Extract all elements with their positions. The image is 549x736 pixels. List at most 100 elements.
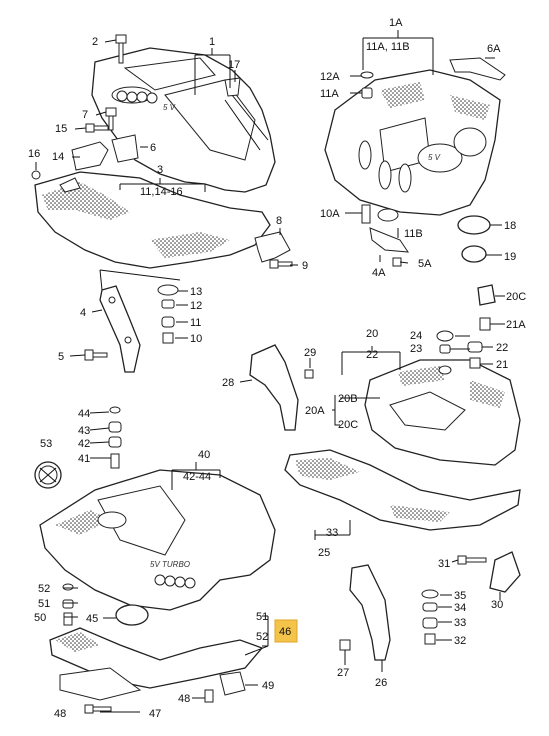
label-53: 53 (40, 438, 52, 450)
label-1: 1 (209, 36, 215, 48)
label-17: 17 (228, 59, 240, 71)
label-41: 41 (78, 453, 90, 465)
label-8: 8 (276, 215, 282, 227)
shroud-3 (34, 171, 271, 269)
bracket-26 (339, 564, 391, 661)
label-52: 52 (38, 583, 50, 595)
engine-cover-1: 5 V (91, 47, 276, 193)
label-20B: 20B (338, 393, 358, 405)
label-29: 29 (304, 347, 316, 359)
label-32: 32 (454, 635, 466, 647)
label-13: 13 (190, 286, 202, 298)
label-22: 22 (496, 342, 508, 354)
label-15: 15 (55, 123, 67, 135)
label-1A: 1A (389, 17, 403, 29)
shroud-25 (284, 449, 521, 531)
label-51: 51 (38, 598, 50, 610)
label-20-sub: 22 (366, 349, 378, 361)
turbo-emblem-text: 5V TURBO (150, 560, 190, 569)
label-51-shroud: 51 (256, 611, 268, 623)
label-20C: 20C (506, 291, 526, 303)
hardware-41-44 (108, 406, 122, 469)
label-48-right: 48 (178, 693, 190, 705)
label-5A: 5A (418, 258, 432, 270)
label-19: 19 (504, 251, 516, 263)
label-34: 34 (454, 602, 466, 614)
label-18: 18 (504, 220, 516, 232)
cover-emblem-text: 5 V (163, 103, 176, 112)
label-12A: 12A (320, 71, 340, 83)
cover-right-emblem-text: 5 V (428, 153, 441, 162)
label-52-shroud: 52 (256, 631, 268, 643)
label-46: 46 (279, 626, 291, 638)
label-4: 4 (80, 307, 86, 319)
label-40-sub: 42-44 (183, 471, 211, 483)
label-28: 28 (222, 377, 234, 389)
hardware-50-52 (62, 583, 74, 626)
label-10A: 10A (320, 208, 340, 220)
bracket-30 (457, 551, 521, 593)
label-5: 5 (58, 351, 64, 363)
label-6A: 6A (487, 43, 501, 55)
label-45: 45 (86, 613, 98, 625)
label-27: 27 (337, 667, 349, 679)
label-21: 21 (496, 359, 508, 371)
callout-labels: 2 1 17 7 15 14 16 6 3 11,14-16 8 9 13 12… (28, 17, 526, 720)
bolt-5 (84, 349, 108, 361)
highlight-box-46 (274, 619, 298, 643)
label-25: 25 (318, 547, 330, 559)
label-43: 43 (78, 425, 90, 437)
label-9: 9 (302, 260, 308, 272)
label-44: 44 (78, 408, 90, 420)
bracket-4 (99, 285, 141, 373)
label-40: 40 (198, 449, 210, 461)
label-33: 33 (454, 617, 466, 629)
hardware-1A-group (360, 57, 506, 267)
bolt-2 (115, 34, 127, 64)
label-47: 47 (149, 708, 161, 720)
label-49: 49 (262, 680, 274, 692)
leader-lines (35, 30, 505, 713)
grommet-stack-32-35 (421, 589, 439, 645)
label-10: 10 (190, 333, 202, 345)
label-21A: 21A (506, 319, 526, 331)
label-7: 7 (82, 109, 88, 121)
label-20A: 20A (305, 405, 325, 417)
label-35: 35 (454, 590, 466, 602)
label-3-sub: 11,14-16 (140, 186, 183, 198)
label-33-shroud: 33 (326, 527, 338, 539)
seal-ring-45 (115, 604, 149, 626)
label-2: 2 (92, 36, 98, 48)
shroud-46 (49, 627, 264, 701)
bracket-28 (249, 344, 299, 431)
engine-cover-20 (364, 359, 521, 466)
label-23: 23 (410, 343, 422, 355)
label-12: 12 (190, 300, 202, 312)
label-42: 42 (78, 438, 90, 450)
label-11B: 11B (404, 228, 423, 240)
hardware-47-49 (84, 671, 246, 714)
label-20C-lower: 20C (338, 419, 358, 431)
label-20: 20 (366, 328, 378, 340)
emblem-53 (34, 461, 62, 489)
label-48: 48 (54, 708, 66, 720)
label-11A: 11A (320, 88, 339, 100)
grommet-stack-10-13 (157, 284, 179, 344)
label-1A-sub: 11A, 11B (366, 41, 410, 53)
label-4A: 4A (372, 267, 386, 279)
label-6: 6 (150, 142, 156, 154)
label-31: 31 (438, 558, 450, 570)
label-3: 3 (157, 164, 163, 176)
label-11: 11 (190, 317, 201, 329)
label-26: 26 (375, 677, 387, 689)
label-50: 50 (34, 612, 46, 624)
label-16: 16 (28, 148, 40, 160)
label-14: 14 (52, 151, 64, 163)
hardware-right-middle (304, 284, 496, 379)
label-24: 24 (410, 330, 422, 342)
small-hardware-left (31, 77, 293, 269)
engine-cover-40: 5V TURBO (39, 469, 276, 611)
label-30: 30 (491, 599, 503, 611)
engine-cover-1A: 5 V (324, 69, 501, 216)
